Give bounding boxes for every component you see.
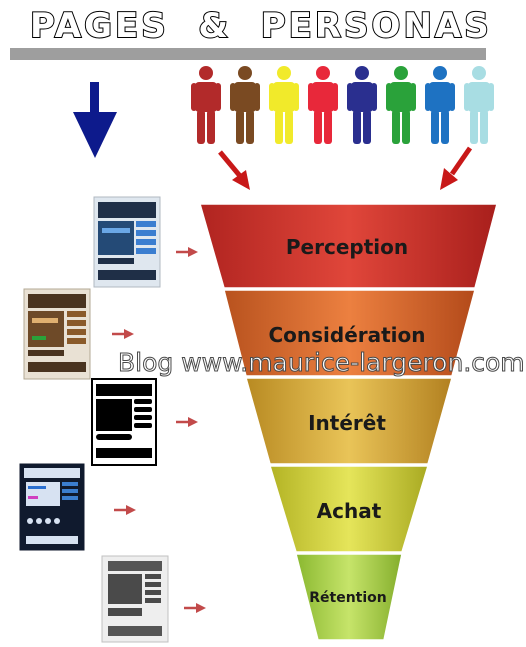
- page-thumbnail-perception: [93, 196, 161, 288]
- funnel-stage-perception: [199, 203, 498, 289]
- page-arrow-icon: [176, 417, 198, 427]
- down-arrow-icon: [73, 82, 117, 158]
- persona-icon: [464, 66, 494, 144]
- page-arrow-icon: [176, 247, 198, 257]
- persona-icon: [308, 66, 338, 144]
- page-thumbnail-retention: [101, 555, 169, 643]
- persona-icon: [425, 66, 455, 144]
- page-arrow-icon: [114, 505, 136, 515]
- funnel-label-retention: Rétention: [309, 590, 387, 606]
- funnel-stage-interet: [245, 377, 453, 465]
- funnel-label-achat: Achat: [317, 499, 382, 523]
- page-arrow-icon: [184, 603, 206, 613]
- funnel-label-consideration: Considération: [268, 323, 425, 347]
- page-arrow-icon: [112, 329, 134, 339]
- funnel-stage-achat: [268, 465, 430, 553]
- funnel: [199, 203, 498, 641]
- page-title: PAGES & PERSONAS: [29, 5, 492, 47]
- page-thumbnail-consideration: [23, 288, 91, 380]
- persona-icon: [347, 66, 377, 144]
- persona-arrow-right-icon: [440, 146, 473, 190]
- persona-icon: [269, 66, 299, 144]
- title-underline: [10, 48, 486, 60]
- page-thumbnail-achat: [19, 463, 85, 551]
- persona-icon: [230, 66, 260, 144]
- funnel-stage-consideration: [223, 289, 476, 377]
- funnel-stage-retention: [295, 553, 403, 641]
- persona-arrow-left-icon: [218, 150, 250, 190]
- funnel-label-interet: Intérêt: [308, 411, 386, 435]
- persona-icon: [386, 66, 416, 144]
- page-thumbnail-interet: [91, 378, 157, 466]
- persona-icon: [191, 66, 221, 144]
- personas-group: [191, 66, 494, 144]
- funnel-label-perception: Perception: [286, 235, 408, 259]
